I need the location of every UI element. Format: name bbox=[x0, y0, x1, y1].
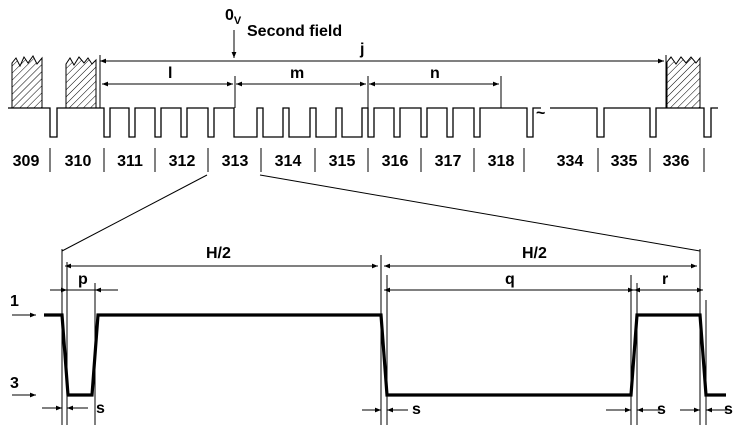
line-number-312: 312 bbox=[169, 153, 196, 170]
dim-h2-right-label: H/2 bbox=[522, 245, 547, 262]
break-mark: ~ bbox=[536, 105, 545, 122]
dim-p-label: p bbox=[78, 271, 88, 288]
second-field-label: Second field bbox=[247, 23, 342, 40]
line-number-311: 311 bbox=[117, 153, 143, 170]
top-timing-row: ~ 309 310 311 312 313 314 315 316 317 318 334 335 33… bbox=[8, 7, 718, 172]
dim-l-label: l bbox=[168, 65, 172, 82]
line-number-309: 309 bbox=[13, 153, 40, 170]
sync-pulse-train-right bbox=[550, 107, 718, 138]
level-high-label: 1 bbox=[10, 293, 19, 310]
detail-waveform: H/2 H/2 p q r 1 3 s s s s bbox=[10, 245, 733, 425]
line-numbers: 309 310 311 312 313 314 315 316 317 318 334 335 336 bbox=[13, 153, 690, 170]
hatched-block-310 bbox=[65, 56, 97, 109]
line-number-316: 316 bbox=[382, 153, 409, 170]
dim-s1-label: s bbox=[96, 400, 105, 417]
hatched-block-336 bbox=[666, 56, 701, 109]
line-number-315: 315 bbox=[329, 153, 356, 170]
dim-h2-left-label: H/2 bbox=[206, 245, 231, 262]
origin-subscript: V bbox=[234, 15, 242, 27]
level-low-label: 3 bbox=[10, 375, 19, 392]
line-number-310: 310 bbox=[65, 153, 92, 170]
sync-pulse-train bbox=[8, 107, 541, 138]
dim-s2-label: s bbox=[412, 401, 421, 418]
line-number-313: 313 bbox=[222, 153, 249, 170]
dim-r-label: r bbox=[662, 271, 668, 288]
line-number-318: 318 bbox=[488, 153, 515, 170]
line-number-335: 335 bbox=[611, 153, 638, 170]
line-number-334: 334 bbox=[557, 153, 584, 170]
hatched-block-309 bbox=[11, 55, 43, 109]
line-separators bbox=[49, 148, 705, 172]
line-number-314: 314 bbox=[275, 153, 302, 170]
sync-waveform bbox=[44, 313, 726, 397]
origin-label: 0V bbox=[225, 7, 242, 27]
dim-n-label: n bbox=[430, 65, 440, 82]
dim-s3-label: s bbox=[657, 401, 666, 418]
dim-q-label: q bbox=[505, 271, 515, 288]
line-number-336: 336 bbox=[663, 153, 690, 170]
dim-m-label: m bbox=[290, 65, 304, 82]
projection-line-left bbox=[61, 174, 208, 252]
dim-j-label: j bbox=[359, 41, 364, 58]
line-number-317: 317 bbox=[435, 153, 462, 170]
dim-s4-label: s bbox=[724, 401, 733, 418]
projection-line-right bbox=[259, 174, 701, 252]
